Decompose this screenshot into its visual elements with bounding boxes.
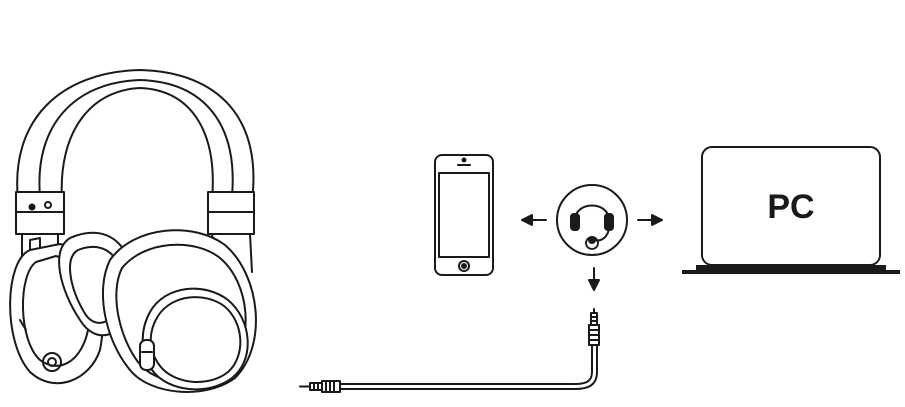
headset-icon xyxy=(556,184,628,256)
arrow-left-icon xyxy=(521,214,547,226)
smartphone-icon xyxy=(434,154,494,276)
laptop-icon xyxy=(682,146,900,274)
arrow-down-icon xyxy=(588,267,600,291)
audio-cable-icon xyxy=(299,308,600,393)
arrow-right-icon xyxy=(637,214,663,226)
over-ear-headphones-icon xyxy=(9,69,257,393)
pc-label: PC xyxy=(767,188,814,226)
